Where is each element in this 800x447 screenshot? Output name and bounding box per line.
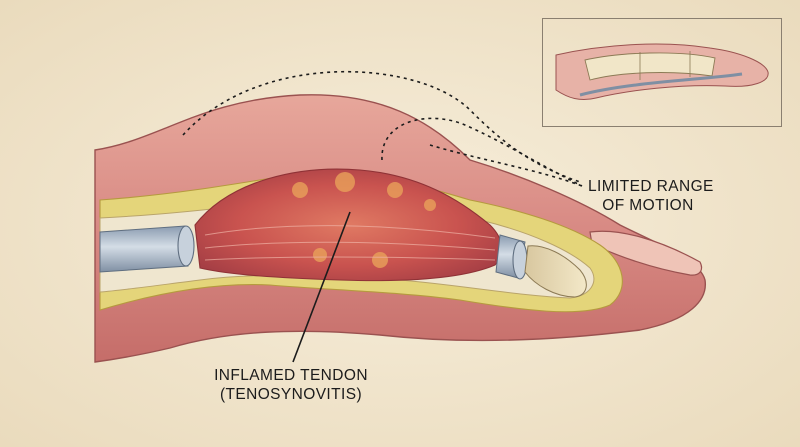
tendon-left xyxy=(99,225,189,273)
limited-range-line-1: LIMITED RANGE xyxy=(588,178,714,195)
limited-range-of-motion-label: LIMITED RANGE OF MOTION xyxy=(588,177,714,215)
inset-frame xyxy=(542,18,782,127)
inflammation-nodules xyxy=(292,172,436,268)
inflamed-tendon-pointer xyxy=(292,211,351,363)
tendon-fibers xyxy=(204,225,496,261)
tendon-cut-end-left xyxy=(177,225,195,267)
inflamed-tendon-line-2: (TENOSYNOVITIS) xyxy=(219,386,363,403)
tendon-cut-end-right xyxy=(512,240,528,280)
fingernail xyxy=(589,230,703,276)
limited-range-line-2: OF MOTION xyxy=(602,197,694,214)
motion-arcs xyxy=(182,70,583,187)
distal-bone xyxy=(524,245,587,298)
inflamed-tendon-label: INFLAMED TENDON (TENOSYNOVITIS) xyxy=(196,366,386,404)
inflamed-tendon-line-1: INFLAMED TENDON xyxy=(214,367,368,384)
inset-finger-illustration xyxy=(555,43,769,101)
